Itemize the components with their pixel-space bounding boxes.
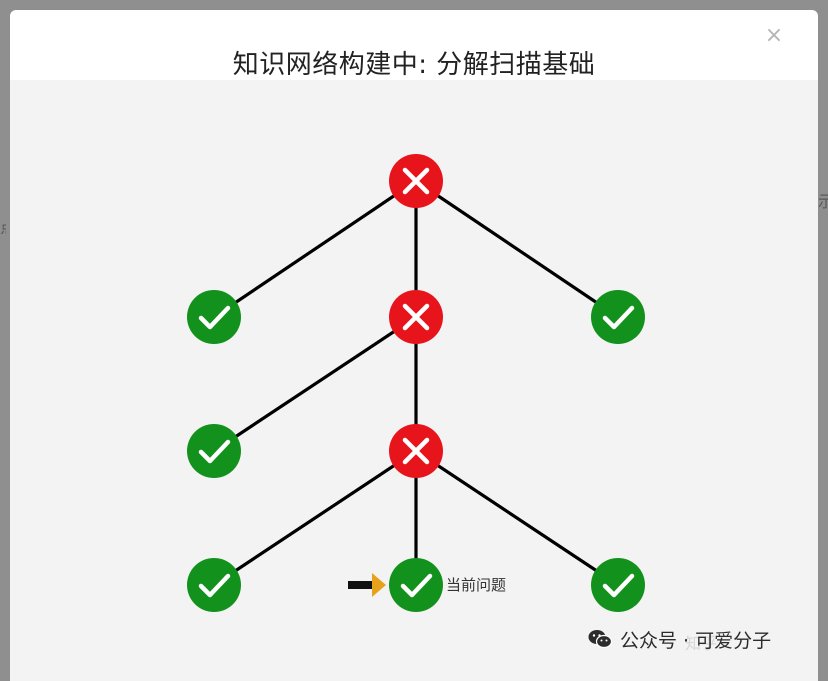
faint-watermark: 知乎	[685, 634, 718, 653]
node-circle	[591, 558, 645, 612]
correct-node[interactable]	[591, 558, 645, 612]
node-circle	[187, 424, 241, 478]
knowledge-network-dialog: 知识网络构建中: 分解扫描基础 × 当前问题	[10, 10, 818, 681]
check-icon	[400, 573, 433, 598]
cross-icon	[402, 437, 430, 465]
check-icon	[198, 573, 231, 598]
wrong-node[interactable]	[389, 154, 443, 208]
correct-node[interactable]	[187, 424, 241, 478]
tree-edge	[213, 315, 417, 453]
knowledge-tree-canvas: 当前问题	[10, 80, 818, 681]
node-circle	[389, 558, 443, 612]
tree-edge	[213, 179, 417, 319]
background-text-fragment: 示	[818, 192, 828, 211]
correct-node[interactable]	[591, 290, 645, 344]
check-icon	[602, 305, 635, 330]
wrong-node[interactable]	[389, 290, 443, 344]
watermark-text: 公众号 · 可爱分子	[620, 629, 772, 652]
current-arrow-shaft	[348, 581, 374, 589]
dialog-title: 知识网络构建中: 分解扫描基础	[232, 50, 596, 80]
wrong-node[interactable]	[389, 424, 443, 478]
correct-node[interactable]	[187, 558, 241, 612]
check-icon	[198, 439, 231, 464]
close-button[interactable]: ×	[764, 23, 784, 48]
tree-edge	[415, 449, 619, 587]
correct-node[interactable]	[187, 290, 241, 344]
node-circle	[187, 290, 241, 344]
tree-edge	[415, 179, 619, 319]
check-icon	[602, 573, 635, 598]
knowledge-tree: 当前问题	[187, 154, 645, 612]
cross-icon	[402, 167, 430, 195]
current-question-label: 当前问题	[446, 576, 506, 594]
correct-node[interactable]	[389, 558, 443, 612]
background-text-fragment-left: 点	[0, 214, 6, 234]
node-circle	[591, 290, 645, 344]
node-circle	[187, 558, 241, 612]
check-icon	[198, 305, 231, 330]
wechat-watermark: 公众号 · 可爱分子	[588, 626, 771, 652]
cross-icon	[402, 303, 430, 331]
wechat-icon	[588, 630, 612, 649]
current-arrow-icon	[372, 573, 386, 597]
tree-edge	[213, 449, 417, 587]
